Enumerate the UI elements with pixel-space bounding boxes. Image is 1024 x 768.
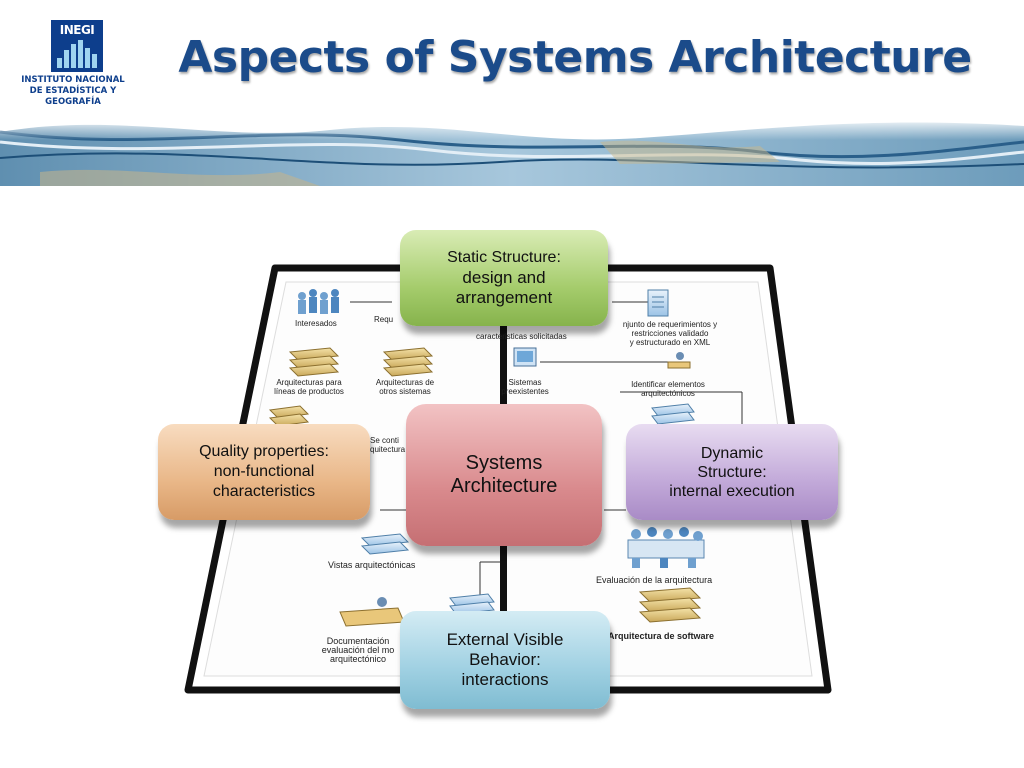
label-lineas-2: líneas de productos — [274, 387, 344, 396]
label-sistemas: Sistemas preexistentes — [492, 378, 558, 396]
label-conjunto: njunto de requerimientos y restricciones… — [612, 320, 728, 347]
architect-at-desk-icon — [667, 352, 691, 369]
external-behavior-line2: Behavior: — [469, 650, 541, 669]
label-se-cont: Se conti quitectura — [370, 436, 405, 454]
label-documentacion-3: arquitectónico — [329, 654, 387, 664]
label-documentacion-2: evaluación del mo — [321, 645, 395, 655]
label-otros-2: otros sistemas — [379, 387, 431, 396]
inegi-logo-mark: INEGI — [51, 20, 103, 72]
label-sistemas-2: preexistentes — [501, 387, 549, 396]
static-structure-line2: design and — [462, 268, 546, 287]
requirements-doc-icon — [647, 289, 669, 317]
label-arquitectura-software: Arquitectura de software — [608, 631, 715, 641]
external-behavior-line3: interactions — [461, 670, 549, 689]
label-lineas-1: Arquitecturas para — [276, 378, 342, 387]
external-behavior-line1: External Visible — [446, 630, 564, 649]
existing-systems-computer-icon — [513, 347, 537, 367]
static-structure-box: Static Structure: design and arrangement — [400, 230, 608, 326]
label-conjunto-1: njunto de requerimientos y — [622, 320, 718, 329]
dynamic-structure-line3: internal execution — [669, 482, 795, 500]
quality-properties-line3: characteristics — [212, 483, 316, 500]
label-identificar-2: arquitectónicos — [641, 389, 695, 398]
quality-properties-line1: Quality properties: — [199, 443, 329, 460]
label-identificar-1: Identificar elementos — [631, 380, 705, 389]
logo-bars-icon — [57, 40, 97, 68]
label-vistas: Vistas arquitectónicas — [328, 560, 416, 570]
views-document-stack-icon — [360, 533, 410, 555]
static-structure-line3: arrangement — [455, 288, 553, 307]
map-banner — [0, 120, 1024, 186]
label-requ: Requ — [374, 315, 394, 324]
small-books-icon — [268, 405, 310, 427]
logo-name-line1: INSTITUTO NACIONAL — [21, 75, 125, 85]
label-sistemas-1: Sistemas — [508, 378, 542, 387]
quality-properties-box: Quality properties: non-functional chara… — [158, 424, 370, 520]
slide-title: Aspects of Systems Architecture — [178, 32, 972, 83]
label-otros-1: Arquitecturas de — [375, 378, 435, 387]
systems-architecture-line2: Architecture — [450, 475, 558, 497]
label-documentacion: Documentación evaluación del mo arquitec… — [310, 637, 406, 664]
label-interesados: Interesados — [295, 319, 337, 328]
logo-wordmark: INEGI — [59, 23, 95, 37]
label-otros: Arquitecturas de otros sistemas — [364, 378, 446, 396]
systems-architecture-line1: Systems — [465, 452, 543, 474]
evaluation-meeting-icon — [627, 527, 705, 568]
dynamic-structure-box: Dynamic Structure: internal execution — [626, 424, 838, 520]
label-lineas: Arquitecturas para líneas de productos — [264, 378, 354, 396]
label-identificar: Identificar elementos arquitectónicos — [620, 380, 716, 398]
label-se-cont-2: quitectura — [370, 445, 406, 454]
label-se-cont-1: Se conti — [370, 436, 399, 445]
external-behavior-box: External Visible Behavior: interactions — [400, 611, 610, 709]
quality-properties-line2: non-functional — [213, 463, 315, 480]
other-systems-books-icon — [382, 347, 434, 377]
elements-document-stack-icon — [651, 403, 695, 425]
label-documentacion-1: Documentación — [326, 636, 390, 646]
dynamic-structure-line1: Dynamic — [700, 444, 764, 462]
dynamic-structure-line2: Structure: — [697, 463, 767, 481]
systems-architecture-box: Systems Architecture — [406, 404, 602, 546]
static-structure-line1: Static Structure: — [447, 249, 561, 266]
label-evaluacion: Evaluación de la arquitectura — [596, 575, 713, 585]
software-architecture-books-icon — [638, 587, 702, 623]
label-conjunto-2: restricciones validado — [631, 329, 709, 338]
logo-institution-name: INSTITUTO NACIONAL DE ESTADÍSTICA Y GEOG… — [8, 75, 138, 108]
product-line-books-icon — [288, 347, 340, 377]
stakeholders-icon — [298, 289, 339, 314]
label-caracteristicas: caracteristicas solicitadas — [476, 332, 567, 341]
inegi-logo: INEGI INSTITUTO NACIONAL DE ESTADÍSTICA … — [8, 20, 138, 107]
label-conjunto-3: y estructurado en XML — [629, 338, 711, 347]
logo-name-line2: DE ESTADÍSTICA Y GEOGRAFÍA — [29, 86, 117, 107]
